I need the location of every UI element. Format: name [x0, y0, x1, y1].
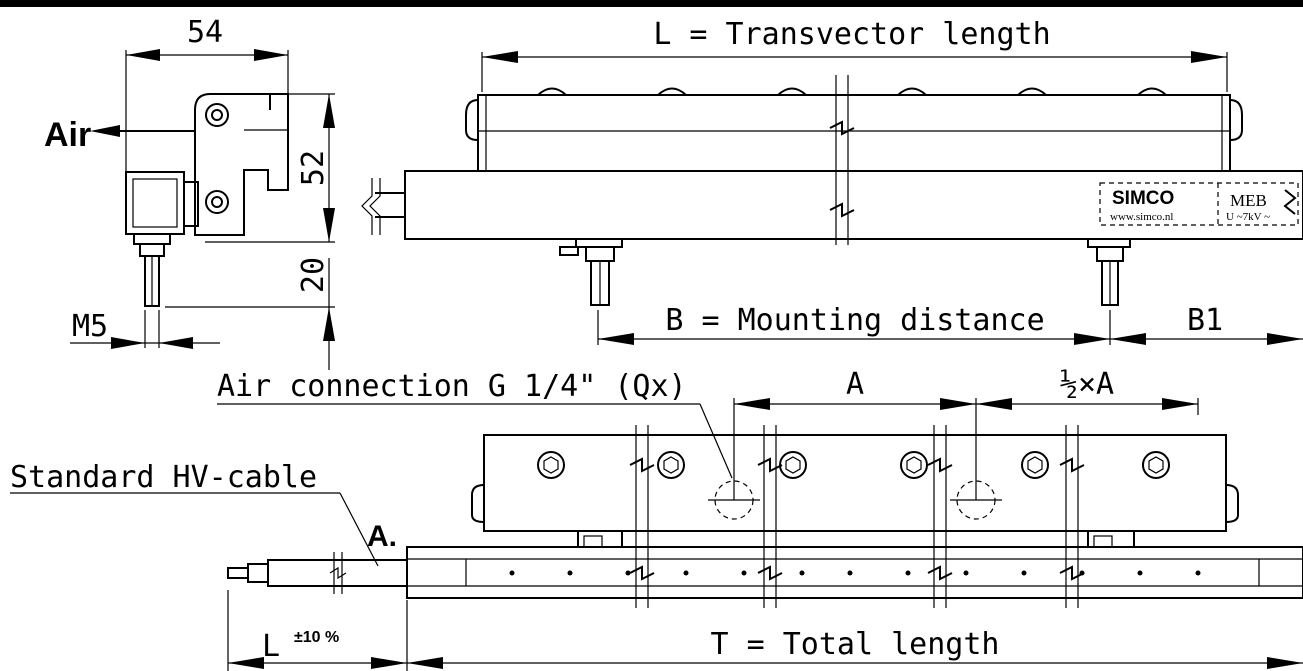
plate-url: www.simco.nl [1110, 211, 1173, 223]
top-border [0, 0, 1303, 7]
a-label: A [846, 367, 864, 402]
dim-height-label: 52 [296, 150, 331, 186]
plate-brand: SIMCO [1112, 188, 1174, 209]
hex-bolt [537, 451, 565, 479]
break-lines [629, 425, 1085, 608]
top-view: Air connection G 1/4" (Qx) A ½×A [10, 367, 1303, 671]
emitter-points [509, 570, 1201, 576]
air-connection-label: Air connection G 1/4" (Qx) [217, 369, 687, 404]
b1-label: B1 [1187, 303, 1223, 338]
dim-width-label: 54 [187, 15, 223, 50]
plate-symbol-icon [1283, 189, 1297, 215]
total-length-label: T = Total length [711, 627, 1000, 662]
air-label: Air [44, 116, 91, 154]
side-view: 54 52 20 Air [44, 15, 335, 370]
hex-bolt [1021, 451, 1049, 479]
mounting-distance-label: B = Mounting distance [665, 303, 1044, 338]
detail-a-label: A. [367, 520, 397, 553]
plate-voltage: U ~7kV ~ [1226, 211, 1270, 223]
half-a-label: ½×A [1060, 367, 1114, 402]
dim-lower-height-label: 20 [296, 257, 331, 293]
hex-bolt [1142, 451, 1170, 479]
hv-cable-label: Standard HV-cable [10, 460, 317, 495]
thread-label: M5 [72, 309, 108, 344]
hex-bolt [900, 451, 928, 479]
front-view: L = Transvector length SIMCO www.simco. [361, 17, 1303, 345]
cable-length-label: L [262, 629, 280, 664]
transvector-length-label: L = Transvector length [653, 17, 1050, 52]
hex-bolt [657, 451, 685, 479]
plate-model: MEB [1230, 191, 1267, 210]
hex-bolt [779, 451, 807, 479]
tolerance-label: ±10 % [294, 629, 339, 646]
